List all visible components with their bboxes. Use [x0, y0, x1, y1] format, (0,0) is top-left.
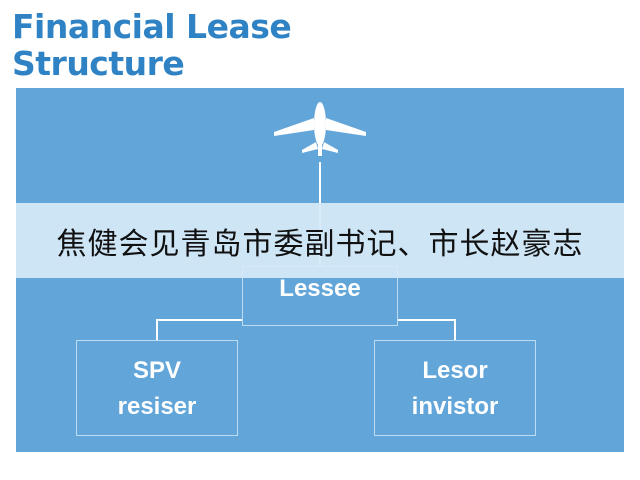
airplane-icon	[274, 102, 366, 156]
lesor-connector	[398, 319, 456, 340]
title-line-1: Financial Lease	[12, 7, 292, 46]
spv-label-line-2: resiser	[117, 393, 197, 420]
lesor-label-line-1: Lesor	[422, 357, 488, 384]
title-line-2: Structure	[12, 44, 185, 83]
spv-box: SPV resiser	[76, 340, 238, 436]
spv-label-line-1: SPV	[132, 357, 182, 384]
lesor-box: Lesor invistor	[374, 340, 536, 436]
lesor-label-line-2: invistor	[411, 393, 499, 420]
caption-banner: 焦健会见青岛市委副书记、市长赵豪志	[16, 203, 624, 278]
caption-text: 焦健会见青岛市委副书记、市长赵豪志	[56, 226, 584, 262]
spv-connector	[156, 319, 242, 340]
page-title: Financial Lease Structure	[12, 8, 352, 82]
lessee-label: Lessee	[279, 275, 361, 302]
